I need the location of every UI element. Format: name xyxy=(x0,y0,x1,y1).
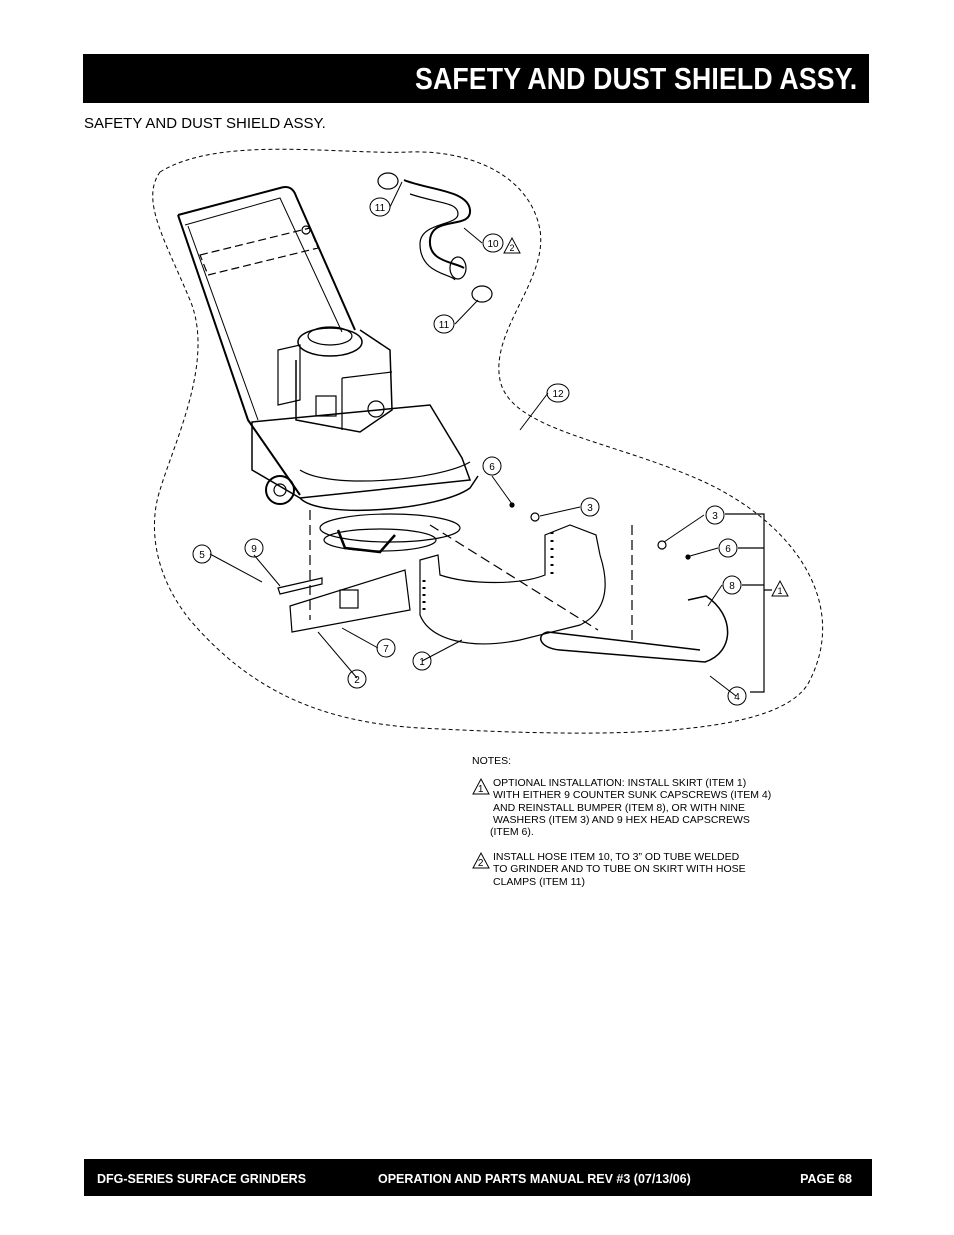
deck-rim xyxy=(299,475,479,511)
page-title: SAFETY AND DUST SHIELD ASSY. xyxy=(414,61,857,96)
footer-manual-rev: OPERATION AND PARTS MANUAL REV #3 (07/13… xyxy=(378,1172,691,1186)
title-bar: SAFETY AND DUST SHIELD ASSY. xyxy=(83,54,869,103)
deck-pad xyxy=(336,529,396,554)
engine-air-cleaner xyxy=(297,327,363,357)
warning-triangle-icon: 1 xyxy=(472,778,490,795)
note-2-marker-label: 2 xyxy=(478,858,484,869)
footer-product: DFG-SERIES SURFACE GRINDERS xyxy=(97,1172,307,1186)
assembly-boundary xyxy=(152,148,824,734)
wheel xyxy=(265,475,295,505)
callout-12: 12 xyxy=(552,389,564,400)
wheel-hub xyxy=(273,483,287,497)
note-1-marker xyxy=(771,579,789,597)
handle-knob xyxy=(301,225,311,235)
shield-bar xyxy=(277,577,323,595)
engine-air-cleaner-top xyxy=(307,326,353,346)
callout-5: 5 xyxy=(199,550,205,561)
hose-clamp-lower xyxy=(471,285,493,303)
callout-11: 11 xyxy=(439,320,450,331)
handle-frame-left xyxy=(177,214,301,496)
hose-clamp-upper xyxy=(377,172,399,190)
note-2: 2 INSTALL HOSE ITEM 10, TO 3” OD TUBE WE… xyxy=(472,851,771,888)
callout-6: 6 xyxy=(489,462,495,473)
callout-1: 1 xyxy=(419,657,425,668)
note-2-line: TO GRINDER AND TO TUBE ON SKIRT WITH HOS… xyxy=(493,863,746,876)
shield-plate-mount xyxy=(339,589,359,609)
note-1-line: WITH EITHER 9 COUNTER SUNK CAPSCREWS (IT… xyxy=(493,789,772,802)
footer: DFG-SERIES SURFACE GRINDERS OPERATION AN… xyxy=(84,1159,872,1196)
note-2-line: CLAMPS (ITEM 11) xyxy=(493,875,585,888)
hose-inner xyxy=(409,193,459,281)
callout-11: 11 xyxy=(375,203,386,214)
leaders xyxy=(209,181,737,697)
note-1-marker-label: 1 xyxy=(478,784,484,795)
engine-part xyxy=(315,395,337,417)
note-2-marker xyxy=(503,236,521,254)
notes-section: NOTES: 1 OPTIONAL INSTALLATION: INSTALL … xyxy=(472,755,771,901)
hose xyxy=(403,179,472,269)
callout-3: 3 xyxy=(712,511,718,522)
note-1-line: WASHERS (ITEM 3) AND 9 HEX HEAD CAPSCREW… xyxy=(493,813,750,826)
deck-top xyxy=(251,404,472,499)
section-subtitle: SAFETY AND DUST SHIELD ASSY. xyxy=(84,115,326,132)
deck-shroud xyxy=(299,461,471,482)
handle-panel xyxy=(199,227,319,276)
note-1-line: OPTIONAL INSTALLATION: INSTALL SKIRT (IT… xyxy=(493,777,747,790)
note-1-line: AND REINSTALL BUMPER (ITEM 8), OR WITH N… xyxy=(493,801,746,814)
capscrew xyxy=(509,502,515,508)
callout-3: 3 xyxy=(587,503,593,514)
handle-frame xyxy=(177,186,356,331)
washer xyxy=(530,512,540,522)
engine-block xyxy=(295,329,393,433)
handle-frame-left-inner xyxy=(187,225,259,421)
callout-balloons xyxy=(192,197,747,706)
note-1: 1 OPTIONAL INSTALLATION: INSTALL SKIRT (… xyxy=(472,777,771,838)
hose-end xyxy=(449,256,467,280)
washer-2 xyxy=(657,540,667,550)
note-2-line: INSTALL HOSE ITEM 10, TO 3” OD TUBE WELD… xyxy=(493,851,740,864)
note-bracket xyxy=(725,513,772,693)
engine-block-side xyxy=(341,371,393,430)
footer-page-number: PAGE 68 xyxy=(800,1172,852,1186)
callout-8: 8 xyxy=(729,581,735,592)
note-1-line: (ITEM 6). xyxy=(490,826,534,839)
callout-2-note: 2 xyxy=(509,243,514,253)
shield-plate xyxy=(289,569,411,633)
callout-4: 4 xyxy=(734,692,740,703)
handle-frame-inner xyxy=(184,197,343,333)
callout-6: 6 xyxy=(725,544,731,555)
callout-9: 9 xyxy=(251,544,257,555)
callout-7: 7 xyxy=(383,644,389,655)
engine-tank xyxy=(277,344,301,406)
bumper xyxy=(539,595,729,663)
warning-triangle-icon: 2 xyxy=(472,852,490,869)
callout-1-note: 1 xyxy=(777,586,782,596)
capscrew-2 xyxy=(685,554,691,560)
notes-heading: NOTES: xyxy=(472,755,512,767)
alignment-line-1 xyxy=(429,524,599,631)
callout-2: 2 xyxy=(354,675,360,686)
callout-10: 10 xyxy=(487,239,499,250)
exploded-parts-diagram: 11 10 2 11 12 6 3 3 6 8 1 4 5 9 7 2 1 xyxy=(152,148,824,734)
skirt xyxy=(419,524,606,645)
